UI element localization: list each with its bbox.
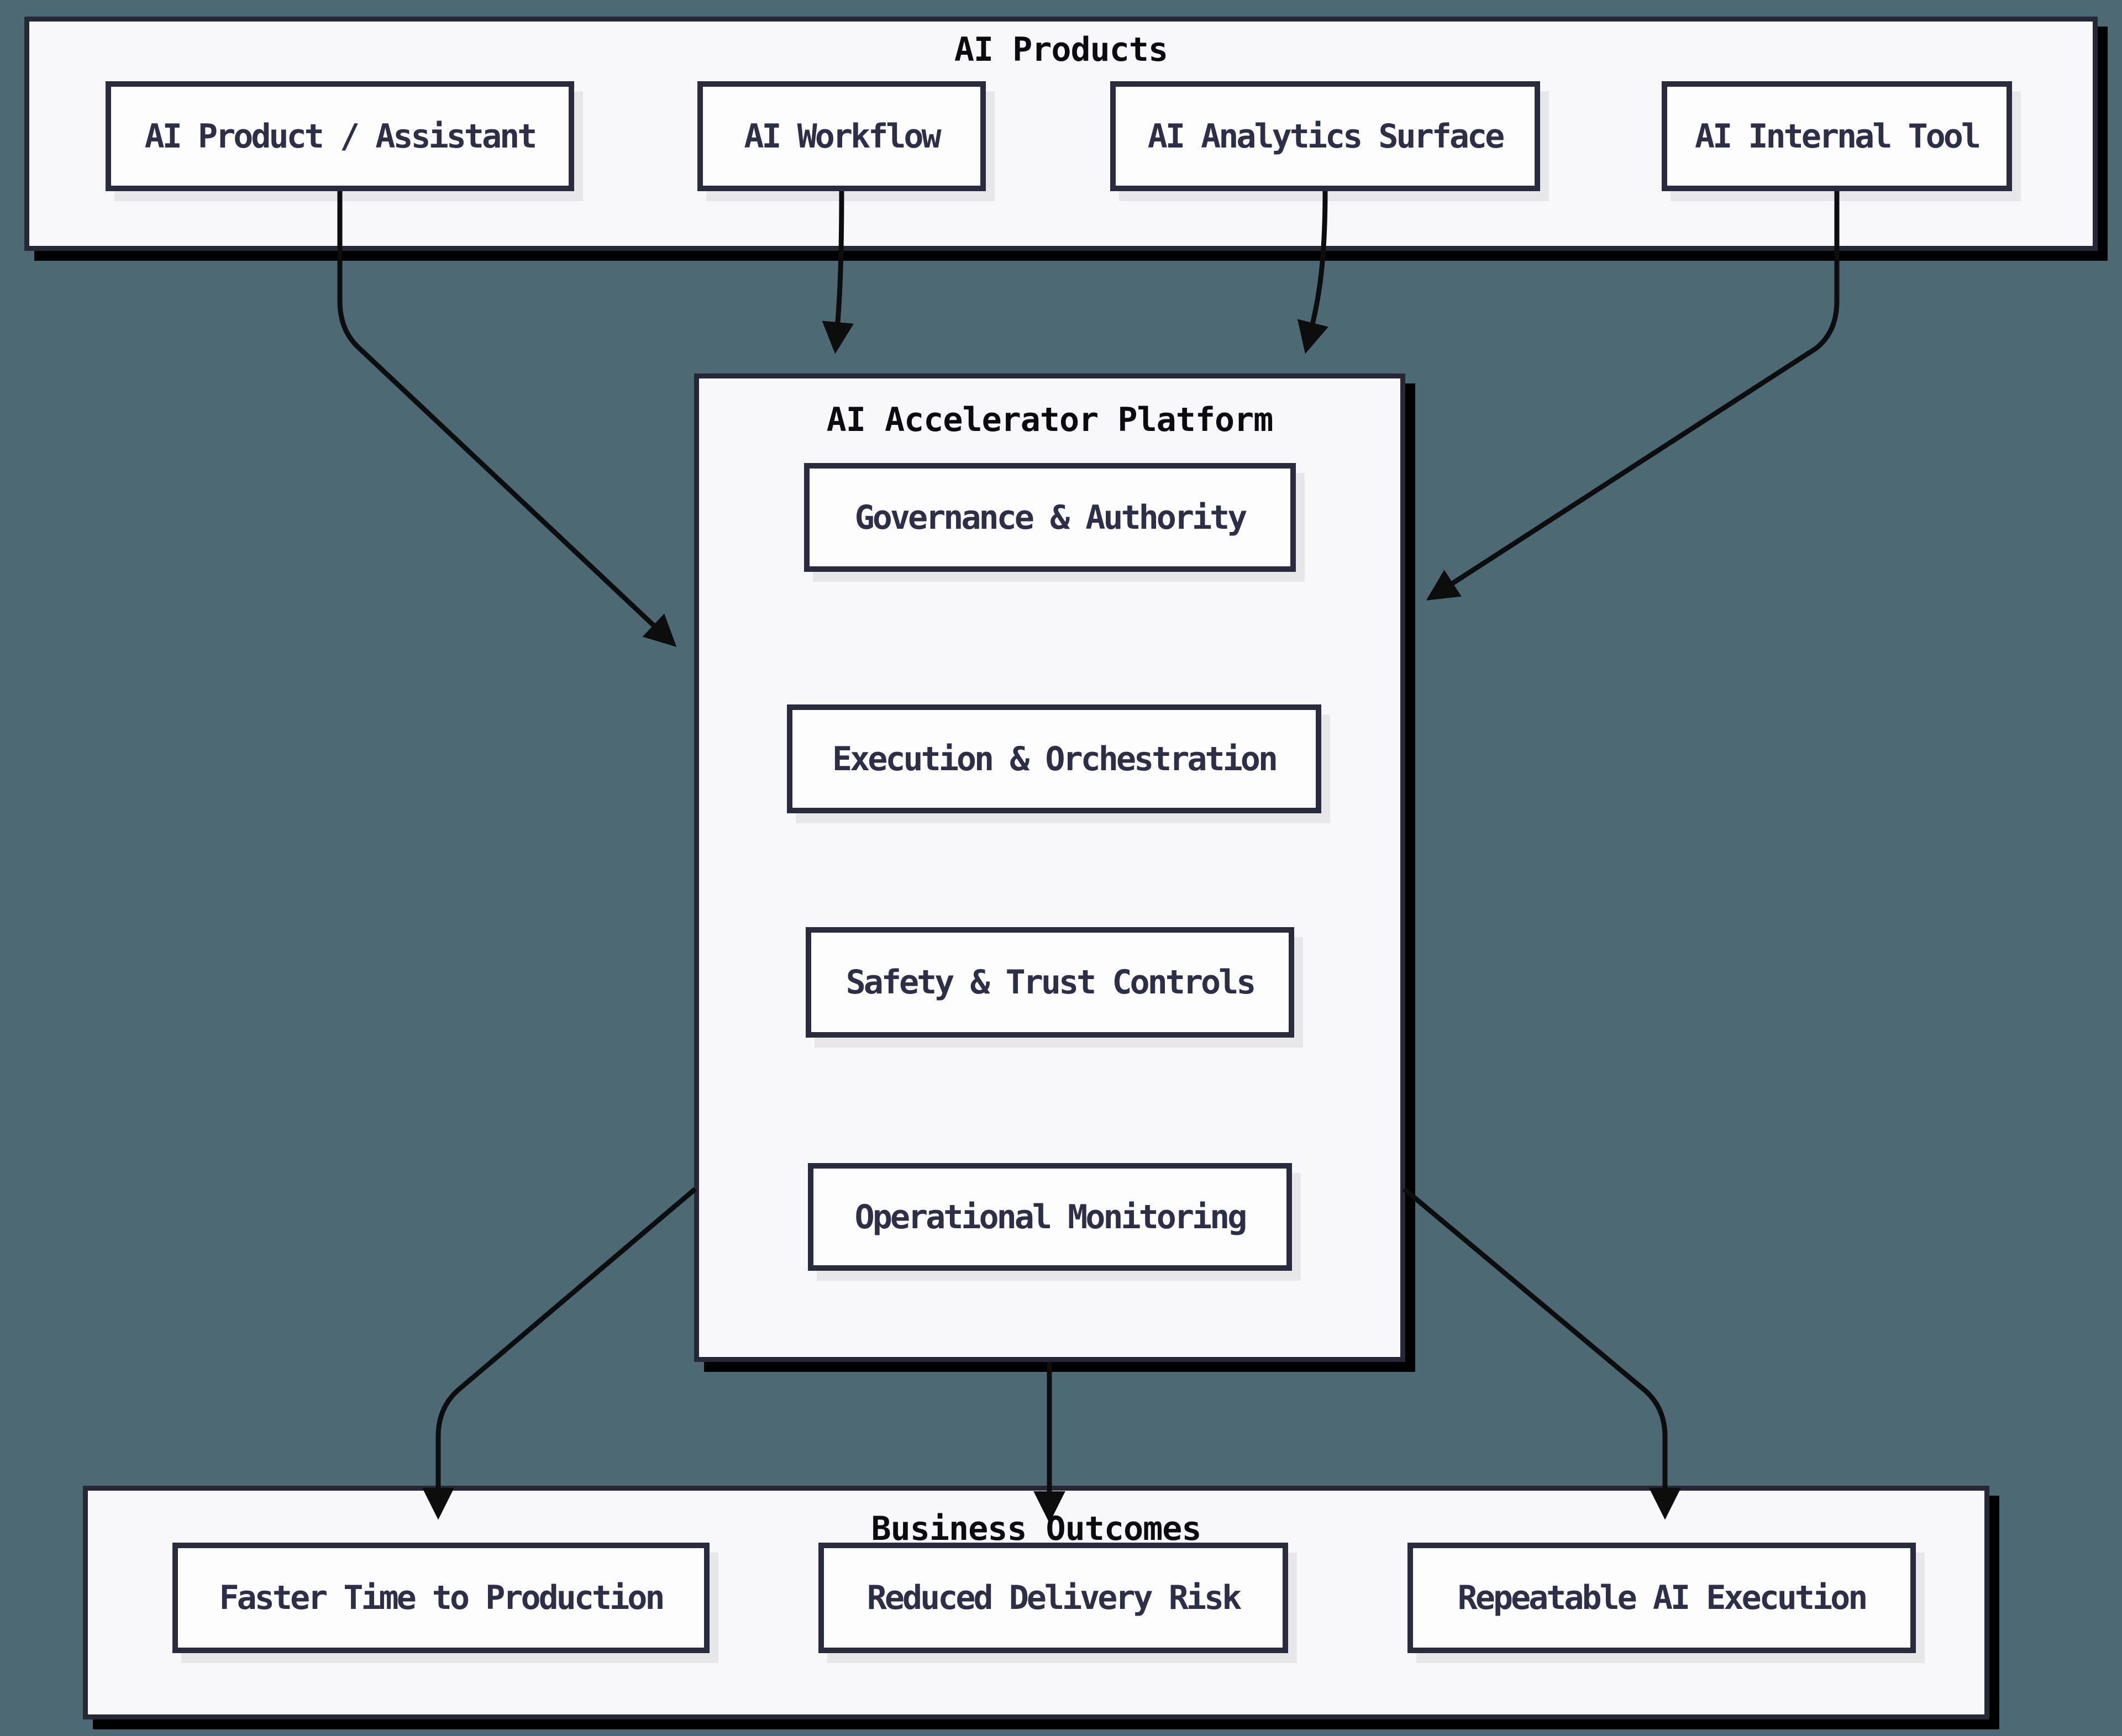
group-ai-products: AI Products AI Product / Assistant AI Wo… [24, 17, 2098, 251]
node-safety-trust-controls: Safety & Trust Controls [806, 927, 1294, 1038]
group-business-outcomes: Business Outcomes Faster Time to Product… [83, 1486, 1989, 1719]
edge-internal-tool-to-platform [1426, 191, 1840, 601]
node-execution-orchestration: Execution & Orchestration [787, 704, 1321, 813]
node-faster-time-to-production: Faster Time to Production [172, 1543, 710, 1653]
node-ai-analytics-surface: AI Analytics Surface [1110, 81, 1540, 191]
node-operational-monitoring: Operational Monitoring [808, 1163, 1292, 1271]
node-governance-authority: Governance & Authority [804, 463, 1296, 572]
node-label: AI Product / Assistant [144, 117, 538, 156]
node-label: Execution & Orchestration [832, 739, 1278, 778]
node-label: AI Internal Tool [1695, 117, 1981, 156]
edge-platform-to-repeatable-execution [1403, 1187, 1681, 1520]
node-label: Reduced Delivery Risk [866, 1579, 1242, 1617]
edge-platform-to-faster-time [422, 1187, 697, 1520]
edge-product-assistant-to-platform [337, 191, 677, 647]
node-ai-internal-tool: AI Internal Tool [1662, 81, 2012, 191]
node-label: AI Workflow [744, 117, 941, 156]
node-ai-workflow: AI Workflow [697, 81, 986, 191]
node-label: AI Analytics Surface [1147, 117, 1505, 156]
node-label: Safety & Trust Controls [845, 963, 1257, 1002]
node-label: Repeatable AI Execution [1457, 1579, 1868, 1617]
group-ai-accelerator-platform-title: AI Accelerator Platform [826, 401, 1274, 439]
node-ai-product-assistant: AI Product / Assistant [106, 81, 574, 191]
node-reduced-delivery-risk: Reduced Delivery Risk [818, 1543, 1288, 1653]
group-ai-accelerator-platform: AI Accelerator Platform Governance & Aut… [694, 373, 1405, 1362]
node-label: Faster Time to Production [219, 1579, 665, 1617]
node-label: Operational Monitoring [854, 1197, 1248, 1237]
group-ai-products-title: AI Products [954, 30, 1168, 69]
node-label: Governance & Authority [854, 498, 1248, 537]
node-repeatable-ai-execution: Repeatable AI Execution [1407, 1543, 1916, 1653]
